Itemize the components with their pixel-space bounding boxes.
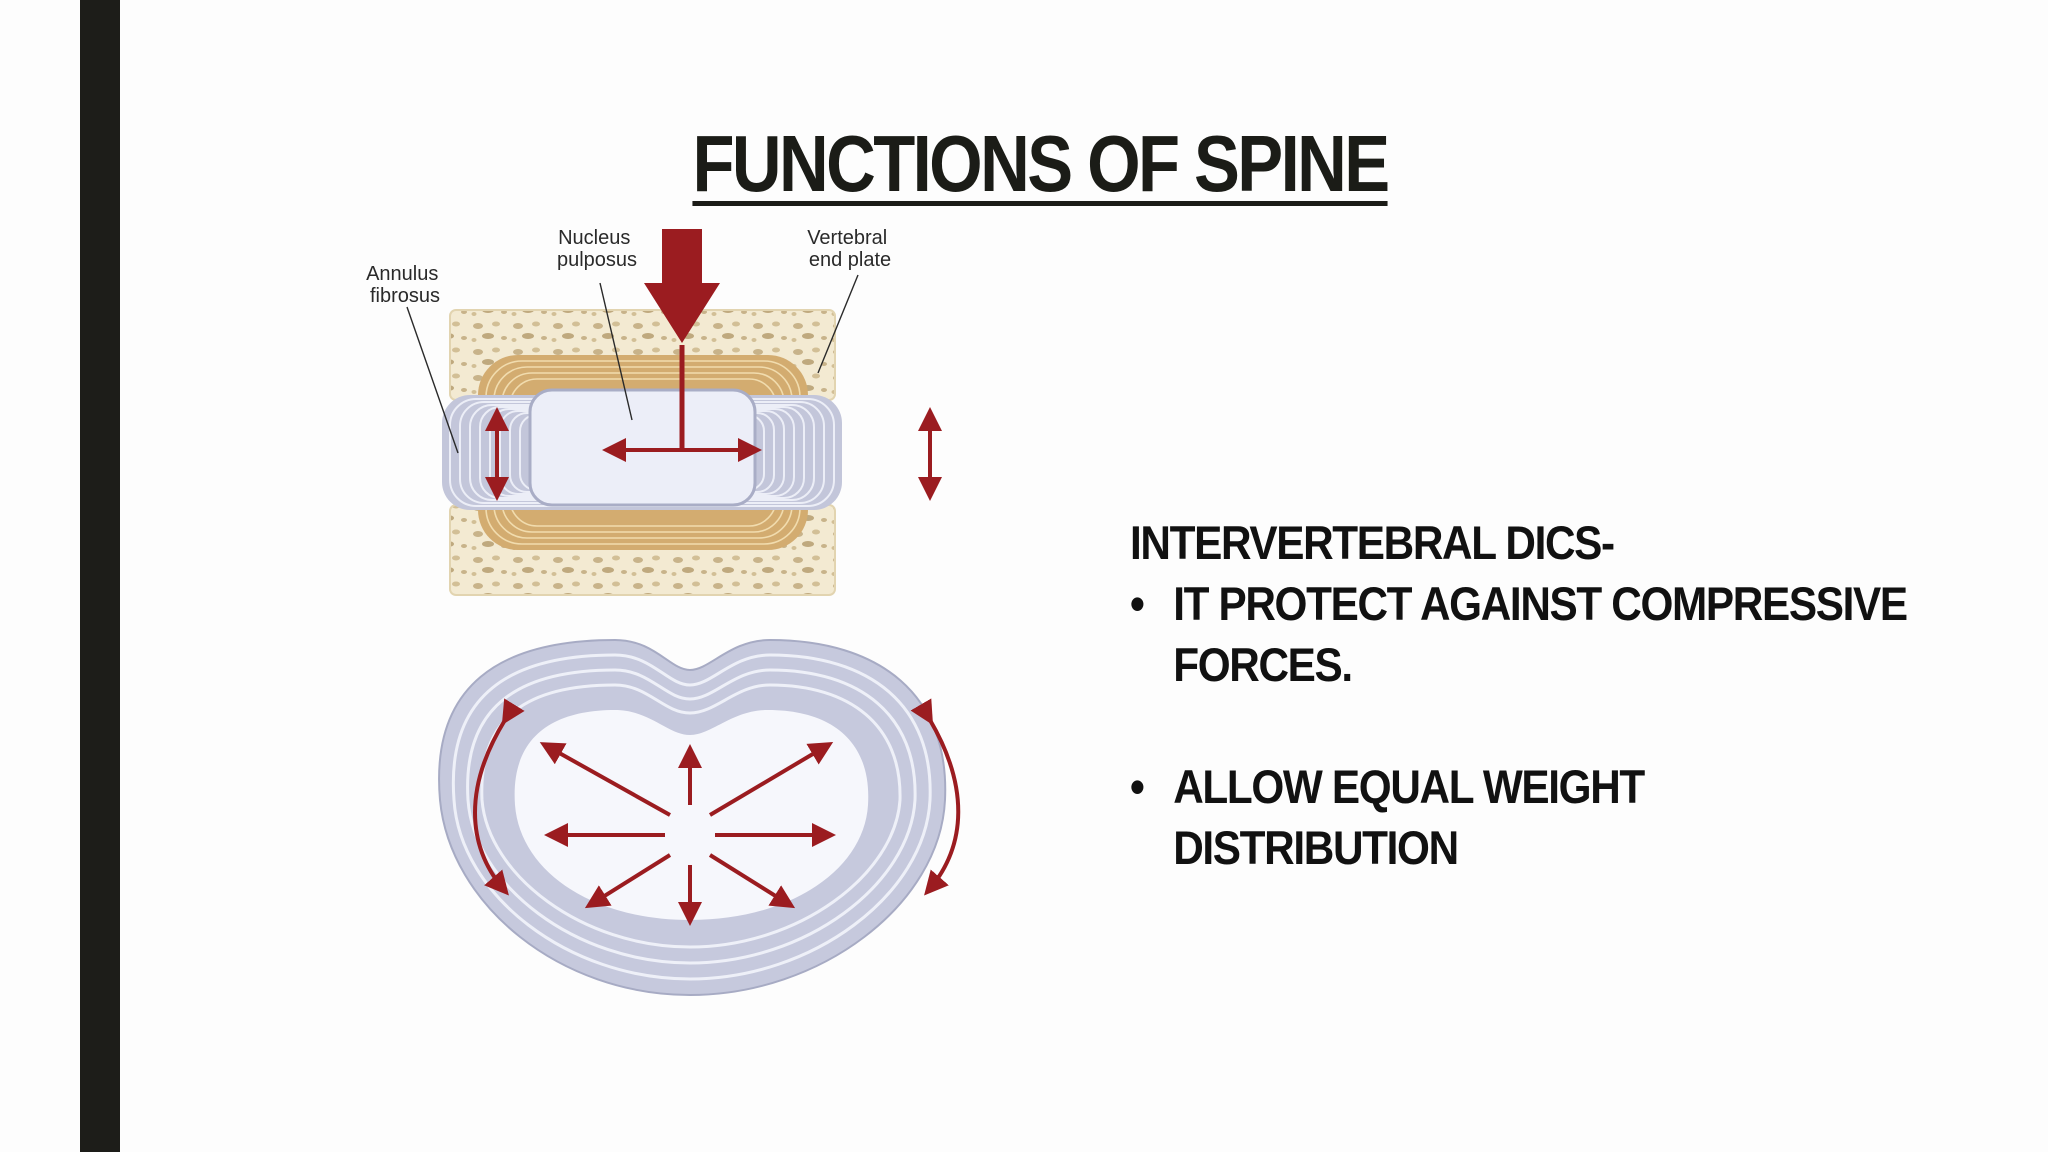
label-annulus-fibrosus: Annulus fibrosus <box>366 263 444 307</box>
slide-title: FUNCTIONS OF SPINE <box>692 119 1390 208</box>
bullet-list: • IT PROTECT AGAINST COMPRESSIVE FORCES.… <box>1130 573 2010 878</box>
intervertebral-disc-diagram: Annulus fibrosus Nucleus pulposus Verteb… <box>366 227 961 997</box>
bullet-text-line: ALLOW EQUAL WEIGHT <box>1173 760 1645 813</box>
bullet-dot-icon: • <box>1130 577 1145 630</box>
bullet-text-line: FORCES. <box>1173 638 1353 691</box>
left-accent-bar <box>80 0 120 1152</box>
intervertebral-heading: INTERVERTEBRAL DICS- <box>1130 516 1615 569</box>
compression-arrow-icon <box>644 229 720 343</box>
bullet-item: • IT PROTECT AGAINST COMPRESSIVE FORCES. <box>1130 573 2037 695</box>
label-vertebral-end-plate: Vertebral end plate <box>807 227 893 271</box>
nucleus-pulposus-side <box>528 388 757 507</box>
bullet-text-line: DISTRIBUTION <box>1173 821 1459 874</box>
label-nucleus-pulposus: Nucleus pulposus <box>557 227 637 271</box>
bullet-item: • ALLOW EQUAL WEIGHT DISTRIBUTION <box>1130 756 2037 878</box>
nucleus-pulposus-top <box>514 710 869 920</box>
bullet-dot-icon: • <box>1130 760 1145 813</box>
bullet-text-line: IT PROTECT AGAINST COMPRESSIVE <box>1173 577 1908 630</box>
slide-content: INTERVERTEBRAL DICS- • IT PROTECT AGAINS… <box>1130 512 2010 878</box>
